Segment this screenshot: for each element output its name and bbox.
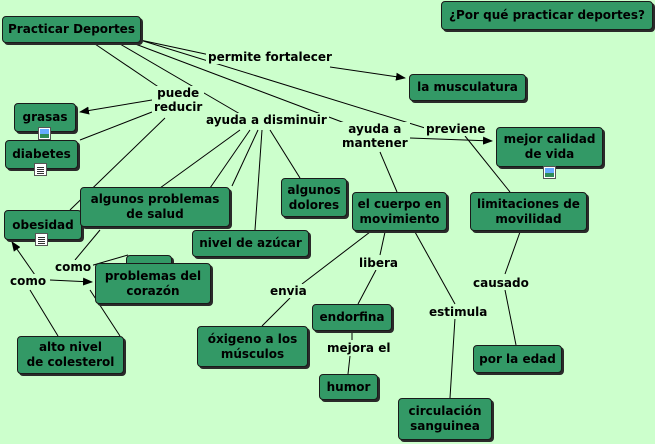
link-previene: previene xyxy=(424,122,488,136)
concept-calidad-vida[interactable]: mejor calidad de vida xyxy=(496,127,603,167)
concept-label: por la edad xyxy=(479,351,556,366)
link-causado: causado xyxy=(471,276,531,290)
concept-nivel-azucar[interactable]: nivel de azúcar xyxy=(192,230,309,257)
concept-label: la musculatura xyxy=(417,80,518,94)
concept-problemas-salud[interactable]: algunos problemas de salud xyxy=(80,187,230,227)
concept-label: mejor calidad de vida xyxy=(503,132,596,161)
concept-label: grasas xyxy=(22,110,68,124)
concept-colesterol[interactable]: alto nivel de colesterol xyxy=(17,336,124,374)
link-ayuda-disminuir: ayuda a disminuir xyxy=(204,113,329,127)
concept-label: óxigeno a los músculos xyxy=(207,331,298,361)
concept-label: humor xyxy=(326,379,371,394)
document-icon[interactable] xyxy=(35,233,48,246)
concept-label: circulación sanguinea xyxy=(408,404,482,433)
concept-circulacion-sanguinea[interactable]: circulación sanguinea xyxy=(398,398,492,440)
concept-cuerpo-movimiento[interactable]: el cuerpo en movimiento xyxy=(352,192,447,231)
link-mejora-el: mejora el xyxy=(325,341,393,355)
link-estimula: estimula xyxy=(427,305,490,319)
map-title[interactable]: ¿Por qué practicar deportes? xyxy=(441,1,653,30)
link-permite-fortalecer: permite fortalecer xyxy=(206,50,334,64)
link-puede-reducir: puede reducir xyxy=(152,86,205,114)
concept-label: Practicar Deportes xyxy=(8,22,135,36)
concept-label: problemas del corazón xyxy=(104,268,202,298)
concept-label: algunos dolores xyxy=(287,182,341,212)
concept-label: limitaciones de movilidad xyxy=(477,196,580,226)
link-envia: envia xyxy=(268,284,309,298)
map-title-text: ¿Por qué practicar deportes? xyxy=(449,8,645,22)
link-libera: libera xyxy=(357,256,400,270)
image-icon[interactable] xyxy=(38,127,51,140)
concept-label: nivel de azúcar xyxy=(199,236,302,250)
concept-label: algunos problemas de salud xyxy=(90,192,220,221)
concept-label: el cuerpo en movimiento xyxy=(357,196,442,226)
concept-practicar-deportes[interactable]: Practicar Deportes xyxy=(2,16,141,43)
concept-label: endorfina xyxy=(319,310,385,324)
concept-label: alto nivel de colesterol xyxy=(26,340,115,369)
concept-oxigeno-musculos[interactable]: óxigeno a los músculos xyxy=(197,326,308,367)
document-icon[interactable] xyxy=(34,163,47,176)
link-como: como xyxy=(53,260,94,274)
image-icon[interactable] xyxy=(543,166,556,179)
concept-humor[interactable]: humor xyxy=(319,374,378,400)
link-como: como xyxy=(8,274,49,288)
concept-musculatura[interactable]: la musculatura xyxy=(409,74,526,101)
concept-algunos-dolores[interactable]: algunos dolores xyxy=(281,178,347,217)
link-ayuda-mantener: ayuda a mantener xyxy=(340,122,410,150)
concept-por-la-edad[interactable]: por la edad xyxy=(473,345,562,373)
concept-limitaciones-movilidad[interactable]: limitaciones de movilidad xyxy=(470,192,587,231)
concept-problemas-corazon[interactable]: problemas del corazón xyxy=(95,263,211,304)
concept-label: diabetes xyxy=(12,147,71,161)
concept-endorfina[interactable]: endorfina xyxy=(312,304,392,331)
concept-label: obesidad xyxy=(12,217,74,232)
